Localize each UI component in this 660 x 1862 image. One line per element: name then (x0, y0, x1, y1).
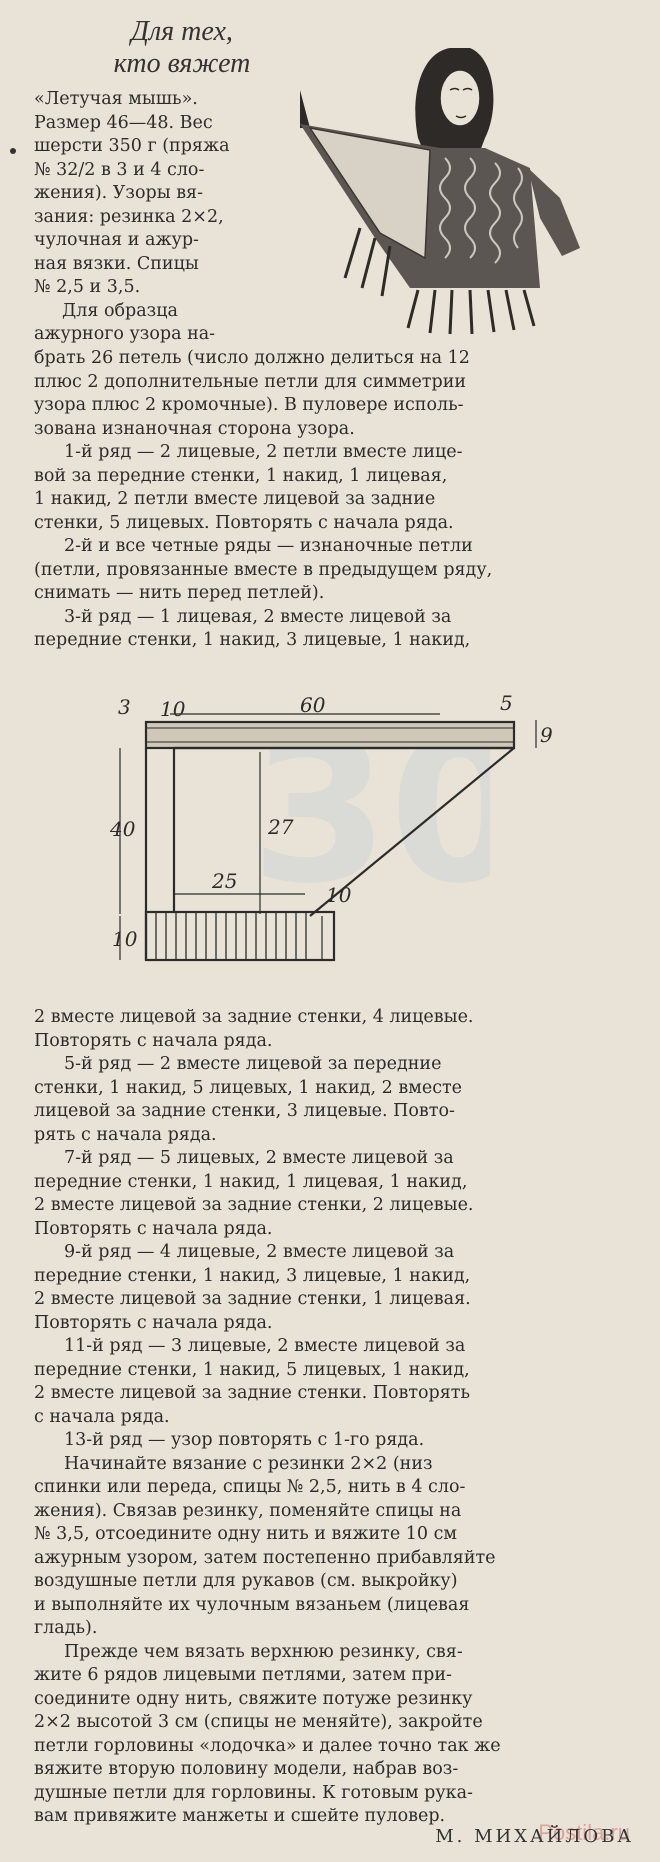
title-line-1: Для тех, (131, 16, 233, 47)
body-line: 2×2 высотой 3 см (спицы не меняйте), зак… (34, 1712, 483, 1732)
body-line: Повторять с начала ряда. (34, 1312, 273, 1333)
dim-label-10-right: 10 (326, 883, 352, 907)
body-line: брать 26 петель (число должно делиться н… (34, 348, 470, 368)
body-text-top: брать 26 петель (число должно делиться н… (34, 347, 634, 653)
dim-label-60: 60 (300, 693, 326, 717)
body-text-bottom: 2 вместе лицевой за задние стенки, 4 лиц… (34, 1006, 634, 1829)
intro-line: зания: резинка 2×2, (34, 206, 224, 227)
intro-line: жения). Узоры вя- (34, 183, 204, 203)
body-line: 5-й ряд — 2 вместе лицевой за передние (64, 1054, 442, 1074)
body-line: с начала ряда. (34, 1406, 170, 1427)
body-line: вой за передние стенки, 1 накид, 1 лицев… (34, 465, 448, 486)
body-line: передние стенки, 1 накид, 3 лицевые, 1 н… (34, 1265, 471, 1286)
dim-label-10-bottom: 10 (112, 927, 138, 951)
body-line: жите 6 рядов лицевыми петлями, затем при… (34, 1665, 452, 1685)
intro-line: № 32/2 в 3 и 4 сло- (34, 159, 205, 180)
intro-line: ажурного узора на- (34, 324, 216, 344)
body-line: 13-й ряд — узор повторять с 1-го ряда. (64, 1430, 425, 1450)
body-line: Повторять с начала ряда. (34, 1030, 273, 1051)
title-line-2: кто вяжет (113, 48, 251, 79)
body-line: 2 вместе лицевой за задние стенки. Повто… (34, 1383, 471, 1403)
intro-text: «Летучая мышь». Размер 46—48. Вес шерсти… (34, 88, 296, 347)
body-line: рять с начала ряда. (34, 1124, 217, 1145)
dim-label-25: 25 (211, 869, 237, 893)
body-line: 2 вместе лицевой за задние стенки, 2 лиц… (34, 1195, 474, 1215)
intro-line: Для образца (62, 300, 178, 321)
body-line: стенки, 5 лицевых. Повторять с начала ря… (34, 512, 454, 533)
article-title: Для тех, кто вяжет (72, 16, 292, 80)
intro-line: № 2,5 и 3,5. (34, 277, 141, 297)
body-line: зована изнаночная сторона узора. (34, 418, 355, 439)
dim-label-9: 9 (540, 723, 553, 747)
body-line: стенки, 1 накид, 5 лицевых, 1 накид, 2 в… (34, 1077, 463, 1098)
body-line: вяжите вторую половину модели, набрав во… (34, 1759, 459, 1779)
body-line: петли горловины «лодочка» и далее точно … (34, 1735, 501, 1756)
margin-dot (10, 148, 16, 154)
body-line: вам привяжите манжеты и сшейте пуловер. (34, 1806, 446, 1826)
body-line: 2 вместе лицевой за задние стенки, 4 лиц… (34, 1007, 474, 1027)
watermark-text: Postila.ru (538, 1820, 630, 1845)
pattern-diagram: 3 10 60 5 9 40 27 25 10 10 (109, 691, 553, 962)
sweater-illustration (300, 48, 580, 335)
intro-line: Размер 46—48. Вес (34, 112, 213, 133)
dim-label-27: 27 (267, 815, 294, 839)
body-line: Начинайте вязание с резинки 2×2 (низ (64, 1453, 433, 1474)
author-signature: М. МИХАЙЛОВА (435, 1826, 634, 1847)
body-line: спинки или переда, спицы № 2,5, нить в 4… (34, 1477, 466, 1497)
intro-line: ная вязки. Спицы (34, 253, 199, 274)
dim-label-5: 5 (500, 691, 513, 715)
body-line: воздушные петли для рукавов (см. выкройк… (34, 1571, 458, 1591)
body-line: узора плюс 2 кромочные). В пуловере испо… (34, 395, 464, 415)
intro-line: шерсти 350 г (пряжа (34, 136, 230, 156)
dim-label-40: 40 (109, 817, 136, 841)
body-line: 9-й ряд — 4 лицевые, 2 вместе лицевой за (64, 1242, 455, 1262)
intro-line: «Летучая мышь». (34, 89, 198, 109)
body-line: передние стенки, 1 накид, 5 лицевых, 1 н… (34, 1359, 470, 1380)
body-line: 7-й ряд — 5 лицевых, 2 вместе лицевой за (64, 1148, 454, 1168)
intro-line: чулочная и ажур- (34, 230, 199, 250)
body-line: 1-й ряд — 2 лицевые, 2 петли вместе лице… (64, 442, 463, 462)
dim-label-3: 3 (118, 695, 131, 719)
body-line: 2-й и все четные ряды — изнаночные петли (64, 536, 473, 556)
body-line: Прежде чем вязать верхнюю резинку, свя- (64, 1641, 463, 1662)
body-line: № 3,5, отсоедините одну нить и вяжите 10… (34, 1524, 458, 1544)
body-line: 3-й ряд — 1 лицевая, 2 вместе лицевой за (64, 606, 452, 627)
body-line: душные петли для горловины. К готовым ру… (34, 1782, 473, 1803)
body-line: (петли, провязанные вместе в предыдущем … (34, 559, 493, 580)
body-line: Повторять с начала ряда. (34, 1218, 273, 1239)
body-line: передние стенки, 1 накид, 1 лицевая, 1 н… (34, 1171, 468, 1192)
dim-label-10-top: 10 (160, 697, 186, 721)
body-line: гладь). (34, 1618, 98, 1638)
body-line: ажурным узором, затем постепенно прибавл… (34, 1547, 496, 1568)
body-line: 11-й ряд — 3 лицевые, 2 вместе лицевой з… (64, 1336, 466, 1356)
body-line: 1 накид, 2 петли вместе лицевой за задни… (34, 489, 436, 509)
body-line: передние стенки, 1 накид, 3 лицевые, 1 н… (34, 630, 471, 650)
body-line: соедините одну нить, свяжите потуже рези… (34, 1688, 473, 1709)
body-line: плюс 2 дополнительные петли для симметри… (34, 371, 467, 392)
body-line: и выполняйте их чулочным вязаньем (лицев… (34, 1594, 470, 1615)
body-line: лицевой за задние стенки, 3 лицевые. Пов… (34, 1101, 455, 1121)
body-line: снимать — нить перед петлей). (34, 583, 325, 603)
body-line: жения). Связав резинку, поменяйте спицы … (34, 1500, 462, 1521)
body-line: 2 вместе лицевой за задние стенки, 1 лиц… (34, 1289, 471, 1309)
